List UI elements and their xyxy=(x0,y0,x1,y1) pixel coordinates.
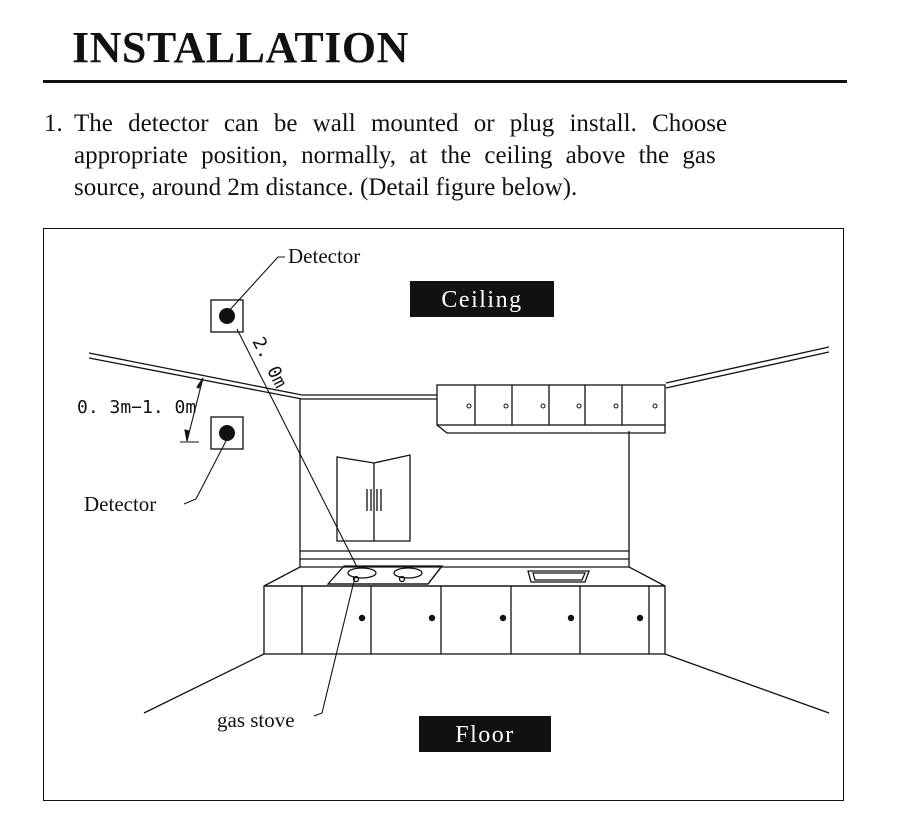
kitchen-diagram: Detector Detector 0. 3m−1. 0m gas stove … xyxy=(77,244,830,752)
distance-line xyxy=(236,328,358,568)
upper-cabinets xyxy=(436,384,666,434)
leader-lines xyxy=(183,256,356,717)
step-number: 1. xyxy=(44,110,63,137)
floor-label: Floor xyxy=(455,722,515,748)
installation-diagram: Detector Detector 0. 3m−1. 0m gas stove … xyxy=(43,228,844,801)
gas-stove-label: gas stove xyxy=(217,708,295,732)
height-range-label: 0. 3m−1. 0m xyxy=(77,397,196,418)
detector-label-bottom: Detector xyxy=(84,492,156,516)
wall-window xyxy=(336,454,411,542)
gas-stove xyxy=(326,565,444,585)
detector-wall xyxy=(210,416,244,450)
title-underline xyxy=(43,80,847,83)
ceiling-label: Ceiling xyxy=(441,287,522,313)
back-wall xyxy=(299,399,630,567)
detector-label-top: Detector xyxy=(288,244,360,268)
height-dimension xyxy=(180,377,204,443)
page-title: INSTALLATION xyxy=(72,23,409,72)
step-line-2: appropriate position, normally, at the c… xyxy=(74,142,716,169)
ceiling-badge: Ceiling xyxy=(410,281,554,317)
ceiling-lines xyxy=(88,346,830,400)
step-line-1: The detector can be wall mounted or plug… xyxy=(74,110,728,137)
floor-lines xyxy=(143,653,830,714)
counter-cabinets xyxy=(263,566,666,655)
floor-badge: Floor xyxy=(419,716,551,752)
step-line-3: source, around 2m distance. (Detail figu… xyxy=(74,174,578,201)
detector-ceiling xyxy=(210,299,244,333)
